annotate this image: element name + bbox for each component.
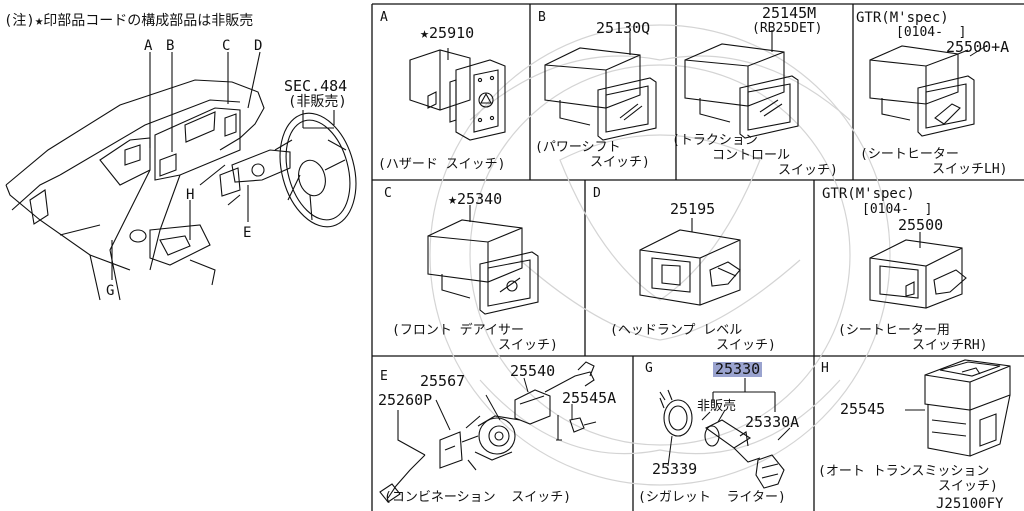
overview-label-c: C <box>222 38 231 54</box>
combination-switch-drawing <box>379 361 597 503</box>
panel-e-part-25260p: 25260P <box>378 391 433 409</box>
panel-a-part: ★25910 <box>420 24 475 42</box>
panel-h-caption-2: スイッチ) <box>938 479 998 494</box>
panel-b3-part: 25500+A <box>946 38 1010 56</box>
panel-a-caption: (ハザード スイッチ) <box>378 157 506 172</box>
panel-b2-part: 25145M <box>762 4 817 22</box>
panel-g-not-sold: 非販売 <box>697 399 737 414</box>
panel-e-part-25567: 25567 <box>420 372 466 390</box>
panel-b-letter: B <box>538 10 546 25</box>
overview-label-e: E <box>243 225 252 241</box>
panel-d1-caption-2: スイッチ) <box>716 338 776 353</box>
overview-label-a: A <box>144 38 153 54</box>
panel-d2-model: GTR(M'spec) <box>822 186 915 202</box>
panel-b2-caption-1: (トラクション <box>672 133 758 148</box>
panel-e-letter: E <box>380 369 388 384</box>
panel-b1-caption-2: スイッチ) <box>590 155 650 170</box>
panel-d-letter: D <box>593 186 601 201</box>
panel-g-caption: (シガレット ライター) <box>638 490 786 505</box>
panel-d2-caption-1: (シートヒーター用 <box>838 323 950 338</box>
panel-c-caption-2: スイッチ) <box>498 338 558 353</box>
panel-b1-part: 25130Q <box>596 19 651 37</box>
panel-a-letter: A <box>380 10 388 25</box>
panel-c-letter: C <box>384 186 392 201</box>
panel-d2-part: 25500 <box>898 216 944 234</box>
dashboard-overview <box>5 51 357 301</box>
panel-g-part-25330a: 25330A <box>745 413 800 431</box>
cigarette-lighter-drawing <box>659 378 785 489</box>
headlamp-level-switch-drawing <box>639 218 741 306</box>
panel-b3-model: GTR(M'spec) <box>856 10 949 26</box>
panel-b2-caption-3: スイッチ) <box>778 163 838 178</box>
overview-label-d: D <box>254 38 263 54</box>
overview-label-g: G <box>106 283 115 299</box>
panel-h-letter: H <box>821 361 829 376</box>
panel-g-letter: G <box>645 361 653 376</box>
panel-c-caption-1: (フロント デアイサー <box>392 323 525 338</box>
panel-b3-caption-2: スイッチLH) <box>932 162 1008 177</box>
power-shift-switch-drawing <box>544 38 657 141</box>
panel-b3-caption-1: (シートヒーター <box>860 147 959 162</box>
sec-number: SEC.484 <box>284 77 348 95</box>
watermark-emblem <box>429 24 891 486</box>
panel-d1-caption-1: (ヘッドランプ レベル <box>610 323 743 338</box>
traction-control-switch-drawing <box>684 30 799 139</box>
panel-c-part: ★25340 <box>448 190 503 208</box>
panel-b1-caption-1: (パワーシフト <box>535 140 621 155</box>
sec-not-sold: (非販売) <box>288 94 347 110</box>
panel-h-caption-1: (オート トランスミッション <box>818 464 990 479</box>
panel-e-part-25545a: 25545A <box>562 389 617 407</box>
panel-b2-caption-2: コントロール <box>712 148 791 163</box>
panel-b2-variant: (RB25DET) <box>752 21 823 36</box>
panel-g-part-25339: 25339 <box>652 460 698 478</box>
panel-b3-date: [0104- ] <box>896 25 967 40</box>
panel-g-part-25330[interactable]: 25330 <box>713 360 763 378</box>
panel-e-caption: (コンビネーション スイッチ) <box>384 490 572 505</box>
hazard-switch-drawing <box>409 48 506 141</box>
panel-h-ref: J25100FY <box>936 496 1004 511</box>
panel-d2-date: [0104- ] <box>862 202 933 217</box>
seat-heater-rh-drawing <box>869 232 967 309</box>
overview-label-h: H <box>186 187 195 203</box>
panel-h-part: 25545 <box>840 400 886 418</box>
panel-d1-part: 25195 <box>670 200 716 218</box>
overview-label-b: B <box>166 38 175 54</box>
seat-heater-lh-drawing <box>869 45 975 137</box>
note-text: (注)★印部品コードの構成部品は非販売 <box>4 13 254 29</box>
front-deicer-switch-drawing <box>427 205 539 315</box>
panel-e-part-25540: 25540 <box>510 362 556 380</box>
panel-d2-caption-2: スイッチRH) <box>912 338 988 353</box>
auto-transmission-switch-drawing <box>905 359 1011 457</box>
